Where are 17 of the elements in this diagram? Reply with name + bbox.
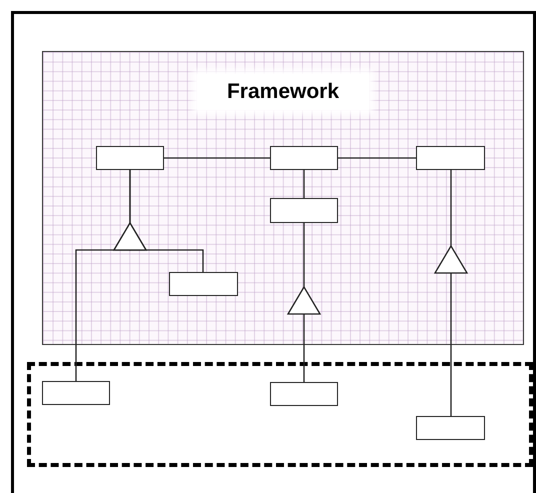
class-box — [42, 381, 110, 405]
class-box — [270, 146, 338, 170]
association-line — [303, 170, 305, 198]
class-box — [168, 272, 238, 296]
class-box — [96, 146, 164, 170]
generalization-arrow — [434, 170, 468, 416]
generalization-arrow — [287, 223, 321, 382]
grid-panel — [42, 51, 524, 345]
panel-title: Framework — [196, 74, 370, 110]
generalization-arrow — [75, 170, 147, 381]
class-box — [416, 146, 484, 170]
class-box — [270, 198, 338, 222]
association-line — [338, 157, 416, 159]
dashed-boundary — [27, 362, 533, 467]
association-line — [164, 157, 270, 159]
class-box — [270, 382, 338, 406]
class-box — [416, 416, 485, 440]
